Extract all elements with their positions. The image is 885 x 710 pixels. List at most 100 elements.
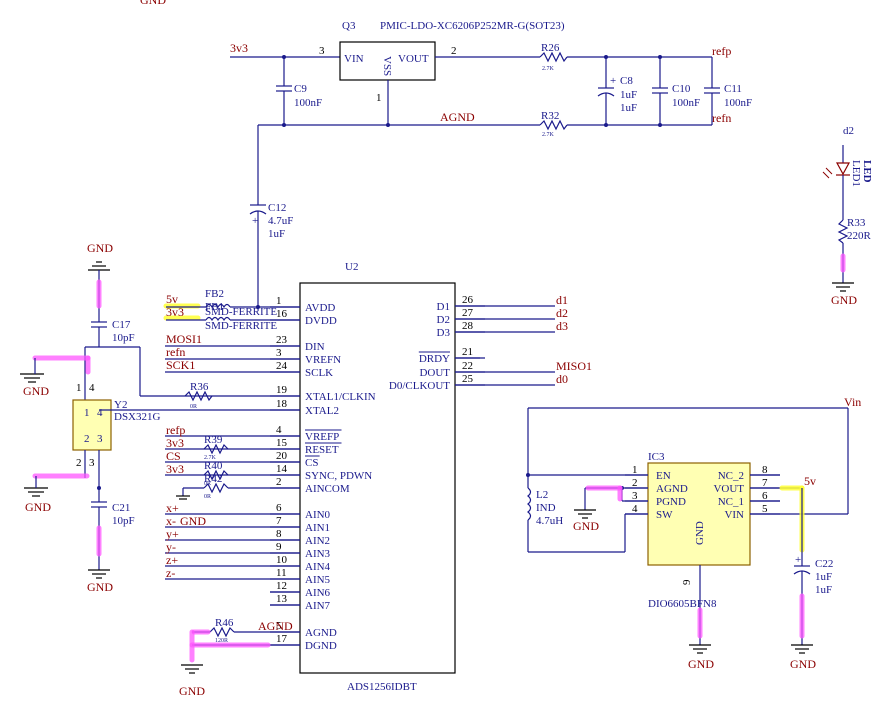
ic3-pin-3: PGND [656, 496, 686, 508]
l2-value: IND [536, 502, 556, 514]
u2-pin-24: SCLK [305, 367, 333, 379]
ic3-pin-num-2: 2 [632, 477, 638, 489]
r40-designator: R40 [204, 460, 223, 472]
u2-pin-num-18: 18 [276, 398, 288, 410]
net-vin: Vin [844, 395, 861, 409]
net-refn-u2: refn [166, 345, 185, 359]
net-5v-ic3: 5v [804, 474, 816, 488]
fb2-value: SMD-FERRITE [205, 306, 277, 318]
u2-pin-23: DIN [305, 341, 325, 353]
u2-pin-num-20: 20 [276, 450, 288, 462]
ic3-pin-num-4: 4 [632, 503, 638, 515]
y2-pin4: 4 [89, 382, 95, 394]
net-zp: z+ [166, 553, 178, 567]
q3-designator: Q3 [342, 20, 356, 32]
u2-pin-num-7: 7 [276, 515, 282, 527]
gnd-c17: GND [87, 241, 113, 255]
q3-body[interactable] [339, 41, 436, 81]
u2-designator: U2 [345, 261, 358, 273]
gnd-ic3-left: GND [573, 519, 599, 533]
ic3-pin-2: AGND [656, 483, 688, 495]
u2-pin-12: AIN6 [305, 587, 331, 599]
y2-pin3: 3 [89, 457, 95, 469]
u2-section: U2 ADS1256IDBT 1AVDD16DVDD23DIN3VREFN24S… [163, 261, 592, 698]
r33-designator: R33 [847, 217, 866, 229]
net-xm: x- [166, 514, 176, 528]
u2-pin-8: AIN2 [305, 535, 330, 547]
u2-pin-27: D2 [437, 314, 450, 326]
u2-pin-num-3: 3 [276, 347, 282, 359]
net-refn-ldo: refn [712, 111, 731, 125]
q3-part: PMIC-LDO-XC6206P252MR-G(SOT23) [380, 20, 565, 32]
u2-pin-num-21: 21 [462, 346, 473, 358]
c8-designator: C8 [620, 75, 633, 87]
u2-pin-num-2: 2 [276, 476, 282, 488]
u2-pin-17: DGND [305, 640, 337, 652]
fb1-value: SMD-FERRITE [205, 320, 277, 332]
c12-value: 4.7uF [268, 215, 293, 227]
ic3-pin-7: VOUT [713, 483, 744, 495]
net-zm: z- [166, 566, 175, 580]
d2-designator: d2 [843, 125, 854, 137]
ic3-designator: IC3 [648, 451, 665, 463]
u2-pin-num-4: 4 [276, 424, 282, 436]
c12-designator: C12 [268, 202, 286, 214]
u2-pin-5: AGND [305, 627, 337, 639]
u2-pin-num-15: 15 [276, 437, 288, 449]
r32-designator: R32 [541, 110, 559, 122]
u2-pin-18: XTAL2 [305, 405, 339, 417]
c8-value2: 1uF [620, 102, 637, 114]
c11-value: 100nF [724, 97, 752, 109]
u2-pin-num-14: 14 [276, 463, 288, 475]
u2-pin-21: DRDY [419, 353, 450, 365]
ic3-pin-8: NC_2 [718, 470, 744, 482]
gnd-crystal-left1: GND [23, 384, 49, 398]
net-mosi: MOSI1 [166, 332, 202, 346]
c17-value: 10pF [112, 332, 135, 344]
u2-pin-num-9: 9 [276, 541, 282, 553]
ic3-pin-5: VIN [724, 509, 744, 521]
ic3-body[interactable] [647, 462, 751, 566]
net-refp-ldo: refp [712, 44, 731, 58]
ic3-pin-num-8: 8 [762, 464, 768, 476]
y2-pin3-inner: 3 [97, 433, 103, 445]
u2-pin-num-6: 6 [276, 502, 282, 514]
u2-pin-14: SYNC, PDWN [305, 470, 372, 482]
net-miso: MISO1 [556, 359, 592, 373]
r46-designator: R46 [215, 617, 234, 629]
gnd-led: GND [831, 293, 857, 307]
c10-designator: C10 [672, 83, 691, 95]
y2-body[interactable] [72, 399, 112, 451]
r39-value: 2.7K [204, 455, 217, 461]
c10-value: 100nF [672, 97, 700, 109]
c22-value2: 1uF [815, 584, 832, 596]
y2-pin1: 1 [76, 382, 82, 394]
net-yp: y+ [166, 527, 179, 541]
q3-pin-vout: VOUT [398, 53, 429, 65]
net-agnd-ldo: AGND [440, 110, 475, 124]
u2-pin-19: XTAL1/CLKIN [305, 391, 376, 403]
ic3-pin-num-7: 7 [762, 477, 768, 489]
ic3-pin-num-1: 1 [632, 464, 638, 476]
u2-pin-num-26: 26 [462, 294, 474, 306]
ldo-section: 3v3 C9 100nF Q3 PMIC-LDO-XC6206P252MR-G(… [230, 20, 752, 307]
u2-pin-num-12: 12 [276, 580, 287, 592]
net-5v-avdd: 5v [166, 292, 178, 306]
fb2-designator: FB2 [205, 288, 224, 300]
d2-value2: LED [861, 160, 873, 183]
r26-value: 2.7K [542, 66, 555, 72]
net-3v3-sync: 3v3 [166, 462, 184, 476]
r39-designator: R39 [204, 434, 223, 446]
r36-designator: R36 [190, 381, 209, 393]
u2-pin-num-5: 5 [276, 620, 282, 632]
r33-value: 220R [847, 230, 872, 242]
u2-body[interactable] [299, 282, 456, 674]
l2-value2: 4.7uH [536, 515, 563, 527]
net-xp: x+ [166, 501, 179, 515]
y2-value: DSX321G [114, 411, 161, 423]
net-sck: SCK1 [166, 358, 195, 372]
u2-pin-num-25: 25 [462, 373, 474, 385]
gnd-label-top: GND [140, 0, 166, 7]
y2-pin1-inner: 1 [84, 407, 90, 419]
